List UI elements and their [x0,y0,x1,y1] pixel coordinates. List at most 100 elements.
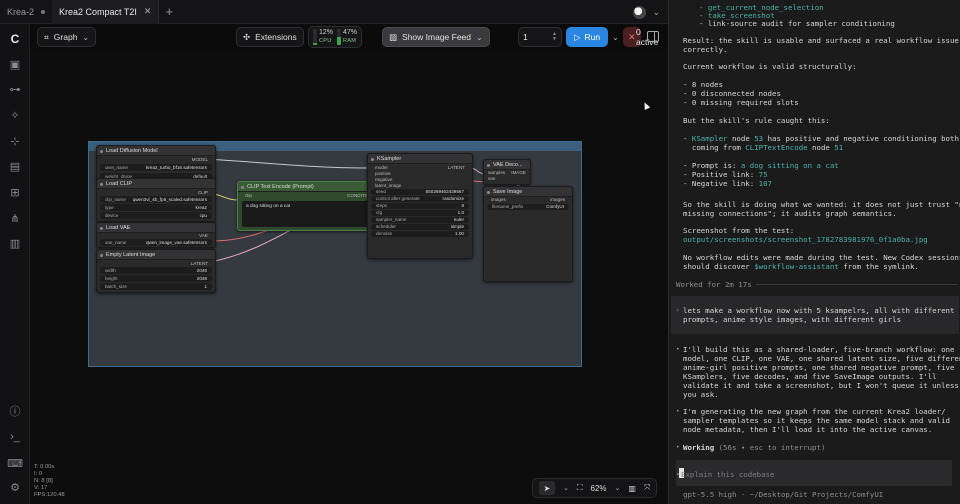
widget-label: sampler_name [376,217,407,222]
input-clip[interactable]: clip [245,193,252,198]
widget-label: unet_name [105,165,128,170]
chat-input-placeholder[interactable]: Explain this codebase [681,470,775,479]
settings-icon[interactable]: ⚙ [10,481,20,494]
toggle-panel-icon[interactable] [647,31,659,42]
input-model[interactable]: model [375,165,388,170]
panel-icon[interactable]: ▤ [9,160,21,173]
chat-input[interactable] [676,460,952,486]
output-clip[interactable]: CLIP [197,190,208,195]
input-positive[interactable]: positive [375,171,391,176]
user-message-line: prompts, anime style images, with differ… [683,315,902,324]
unsaved-dot-icon [41,9,46,14]
run-button[interactable]: ▷ Run [566,27,609,47]
chevron-down-icon[interactable]: ⌄ [652,6,660,17]
input-latent-image[interactable]: latent_image [375,183,402,188]
image-icon[interactable]: ▣ [9,58,21,71]
select-tool-icon[interactable]: ➤ [539,481,555,495]
node-clip-text-encode[interactable]: CLIP Text Encode (Prompt) clip CONDITION… [237,181,389,231]
comfy-logo-icon[interactable]: C [10,32,20,46]
chevron-down-icon[interactable]: ⌄ [614,485,621,492]
help-icon[interactable]: ⓘ [9,406,21,418]
screenshot-path-link[interactable]: output/screenshots/screenshot_1782783981… [683,235,928,244]
output-latent[interactable]: LATENT [190,261,208,266]
output-latent[interactable]: LATENT [447,165,465,170]
graph-mode-select[interactable]: ⌗ Graph ⌄ [37,27,97,47]
share-icon[interactable]: ⋔ [10,212,20,225]
batch-count-stepper[interactable]: 1 ▲▼ [518,27,562,47]
output-vae[interactable]: VAE [199,233,208,238]
show-image-feed-button[interactable]: ▨ Show Image Feed ⌄ [382,27,490,47]
canvas-stats: T: 0.00s I: 0 N: 8 [8] V: 17 FPS:120.48 [34,464,65,499]
avatar[interactable] [633,5,647,19]
magic-wand-icon[interactable]: ✧ [10,109,20,122]
tab-krea2-compact-t2i[interactable]: Krea2 Compact T2I ✕ [52,0,160,24]
prompt-textarea[interactable]: a dog sitting on a cat [242,201,384,227]
output-image[interactable]: IMAGE [511,170,526,175]
output-conditioning[interactable]: CONDITIONING [347,193,381,198]
text: Worked for 2m 17s [676,280,752,289]
stat-time: T: 0.00s [34,464,55,470]
run-options-chevron-icon[interactable]: ⌄ [612,32,619,42]
workflow-icon[interactable]: ⊹ [10,135,20,148]
terminal-icon[interactable]: ›_ [10,431,20,443]
keyboard-icon[interactable]: ⌨ [7,457,23,470]
widget-label: batch_size [105,284,127,289]
node-output-row: MODEL [97,156,215,162]
output-images[interactable]: images [550,197,565,202]
input-images[interactable]: images [491,197,506,202]
widget-value: 2048 [196,276,207,281]
new-tab-button[interactable]: + [165,4,174,19]
minimap-icon[interactable]: ▥ [628,483,636,493]
chat-line: Result: the skill is usable and surfaced… [683,36,959,45]
output-model[interactable]: MODEL [191,157,208,162]
widget-label: scheduler [376,224,396,229]
model-library-icon[interactable]: ⊶ [9,83,21,96]
extensions-label: Extensions [255,32,297,42]
queue-status-button[interactable]: 0 active [630,27,668,47]
input-vae[interactable]: vae [488,176,496,181]
tab-krea-2[interactable]: Krea-2 [0,0,52,24]
cancel-run-button[interactable]: ✕ [622,27,641,47]
toggle-links-icon[interactable]: ⤧ [643,483,651,492]
input-negative[interactable]: negative [375,177,393,182]
grid-icon[interactable]: ⊞ [10,186,20,199]
templates-icon[interactable]: ▥ [9,237,21,250]
user-message-line: lets make a workflow now with 5 ksampelr… [683,306,955,315]
chevron-down-icon: ⌄ [476,32,483,42]
resource-monitor[interactable]: 12% CPU 47% RAM [308,26,363,48]
chevron-down-icon[interactable]: ⌄ [563,485,569,492]
close-icon[interactable]: ✕ [143,6,152,16]
widget-label: type [105,205,114,210]
fit-view-icon[interactable]: ⛶ [576,483,583,492]
extensions-button[interactable]: ✣ Extensions [236,27,304,47]
input-samples[interactable]: samples [488,170,506,175]
zoom-level[interactable]: 62% [590,483,607,493]
stepper-arrows-icon[interactable]: ▲▼ [552,31,557,42]
node-port-row: model LATENT [368,164,472,170]
